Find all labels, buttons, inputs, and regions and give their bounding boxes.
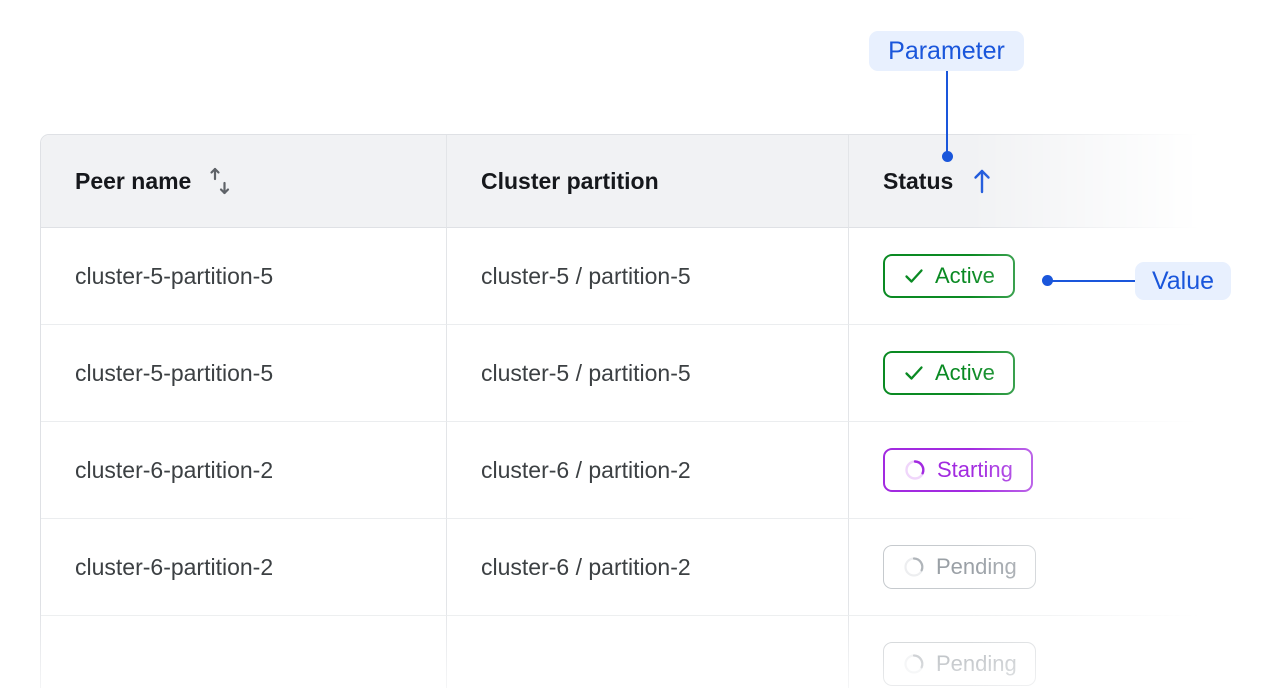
annotation-value-dot [1042,275,1053,286]
peer-table-container: Peer name Cluster partition [40,134,1272,688]
column-header-peer-name-label: Peer name [75,167,192,194]
check-icon [903,265,925,287]
status-badge-pending: Pending [883,545,1036,589]
annotation-parameter-connector [946,71,948,154]
column-header-status-label: Status [883,167,954,194]
status-badge-partial: Pending [883,642,1036,686]
cell-status: Starting [849,422,1241,519]
cell-peer-name: cluster-6-partition-2 [41,519,447,616]
arrow-up-icon[interactable] [969,166,995,196]
status-badge-active: Active [883,351,1015,395]
annotation-value-connector [1048,280,1138,282]
table-header: Peer name Cluster partition [41,135,1241,228]
status-badge-label: Pending [936,554,1017,579]
status-badge-label: Active [935,360,995,385]
status-badge-starting: Starting [883,448,1033,492]
table-row[interactable]: cluster-5-partition-5 cluster-5 / partit… [41,325,1241,422]
cell-cluster-partition: cluster-5 / partition-5 [447,228,849,325]
column-header-peer-name[interactable]: Peer name [41,135,447,228]
table-row[interactable]: cluster-6-partition-2 cluster-6 / partit… [41,422,1241,519]
cell-cluster-partition: cluster-5 / partition-5 [447,325,849,422]
status-badge-label: Pending [936,651,1017,676]
status-badge-label: Starting [937,457,1013,482]
cell-status: Active [849,325,1241,422]
column-header-status[interactable]: Status [849,135,1241,228]
table-row[interactable]: cluster-6-partition-2 cluster-6 / partit… [41,519,1241,616]
cell-cluster-partition [447,616,849,688]
table-fade-layer: Peer name Cluster partition [40,134,1272,688]
cell-cluster-partition: cluster-6 / partition-2 [447,519,849,616]
check-icon [903,362,925,384]
sort-updown-icon[interactable] [207,166,233,196]
cell-peer-name: cluster-6-partition-2 [41,422,447,519]
table-row-partial[interactable]: Pending [41,616,1241,688]
column-header-cluster-partition-label: Cluster partition [481,167,659,194]
cell-cluster-partition: cluster-6 / partition-2 [447,422,849,519]
cell-status: Pending [849,519,1241,616]
cell-peer-name [41,616,447,688]
cell-status: Pending [849,616,1241,688]
status-badge-active: Active [883,254,1015,298]
annotation-parameter-label: Parameter [869,31,1024,71]
annotation-parameter-dot [942,151,953,162]
spinner-icon [902,652,926,676]
table-header-row: Peer name Cluster partition [41,135,1241,228]
table-row[interactable]: cluster-5-partition-5 cluster-5 / partit… [41,228,1241,325]
cell-peer-name: cluster-5-partition-5 [41,228,447,325]
spinner-icon [903,458,927,482]
table-body: cluster-5-partition-5 cluster-5 / partit… [41,228,1241,688]
cell-peer-name: cluster-5-partition-5 [41,325,447,422]
status-badge-label: Active [935,263,995,288]
column-header-cluster-partition[interactable]: Cluster partition [447,135,849,228]
annotation-value-label: Value [1135,262,1231,300]
peer-table: Peer name Cluster partition [40,134,1242,688]
spinner-icon [902,555,926,579]
